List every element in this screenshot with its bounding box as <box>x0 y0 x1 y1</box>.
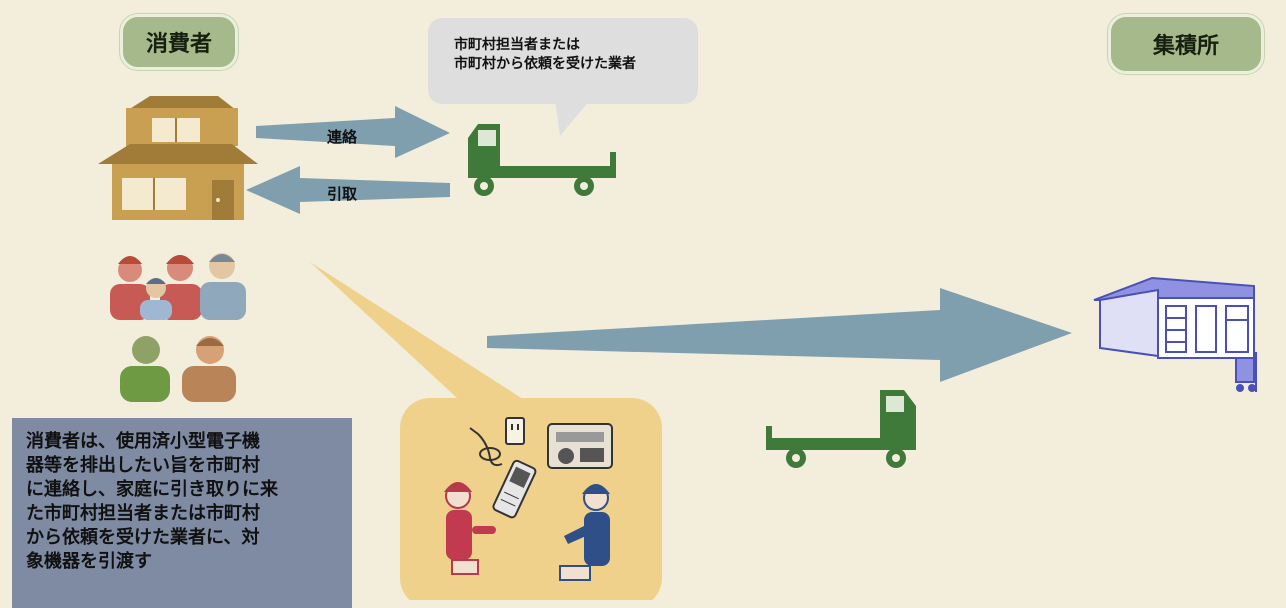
contact-arrow <box>256 106 450 158</box>
description-line: から依頼を受けた業者に、対 <box>26 527 260 548</box>
truck-icon <box>468 124 616 196</box>
speech-bubble-line: 市町村から依頼を受けた業者 <box>454 56 636 72</box>
exchange-callout-tail <box>310 262 540 410</box>
woman-icon <box>444 482 496 575</box>
family-icon <box>110 253 246 320</box>
speech-bubble: 市町村担当者または 市町村から依頼を受けた業者 <box>428 18 698 104</box>
elderly-couple-icon <box>120 336 236 402</box>
mobile-phone-icon <box>492 459 537 519</box>
description-line: に連絡し、家庭に引き取りに来 <box>26 479 278 500</box>
house-icon <box>98 96 258 220</box>
warehouse-icon <box>1093 276 1255 359</box>
exchange-callout-box <box>400 398 662 600</box>
radio-icon <box>547 423 613 469</box>
worker-icon <box>559 484 610 581</box>
collection-site-label: 集積所 <box>1108 14 1264 74</box>
truck-icon <box>766 390 916 468</box>
contact-label: 連絡 <box>327 128 358 146</box>
forklift-icon <box>1235 352 1257 392</box>
description-line: 消費者は、使用済小型電子機 <box>26 431 260 452</box>
consumer-label: 消費者 <box>120 14 238 70</box>
speech-bubble-line: 市町村担当者または <box>454 37 580 53</box>
consumer-description-box: 消費者は、使用済小型電子機 器等を排出したい旨を市町村 に連絡し、家庭に引き取り… <box>12 418 352 608</box>
pickup-arrow <box>246 166 450 214</box>
large-arrow-to-collection <box>487 288 1072 382</box>
speech-bubble-tail <box>555 100 590 136</box>
plug-icon <box>469 417 525 467</box>
description-line: 器等を排出したい旨を市町村 <box>26 455 260 476</box>
description-line: 象機器を引渡す <box>26 551 152 572</box>
pickup-label: 引取 <box>327 185 358 203</box>
description-line: た市町村担当者または市町村 <box>26 503 260 524</box>
